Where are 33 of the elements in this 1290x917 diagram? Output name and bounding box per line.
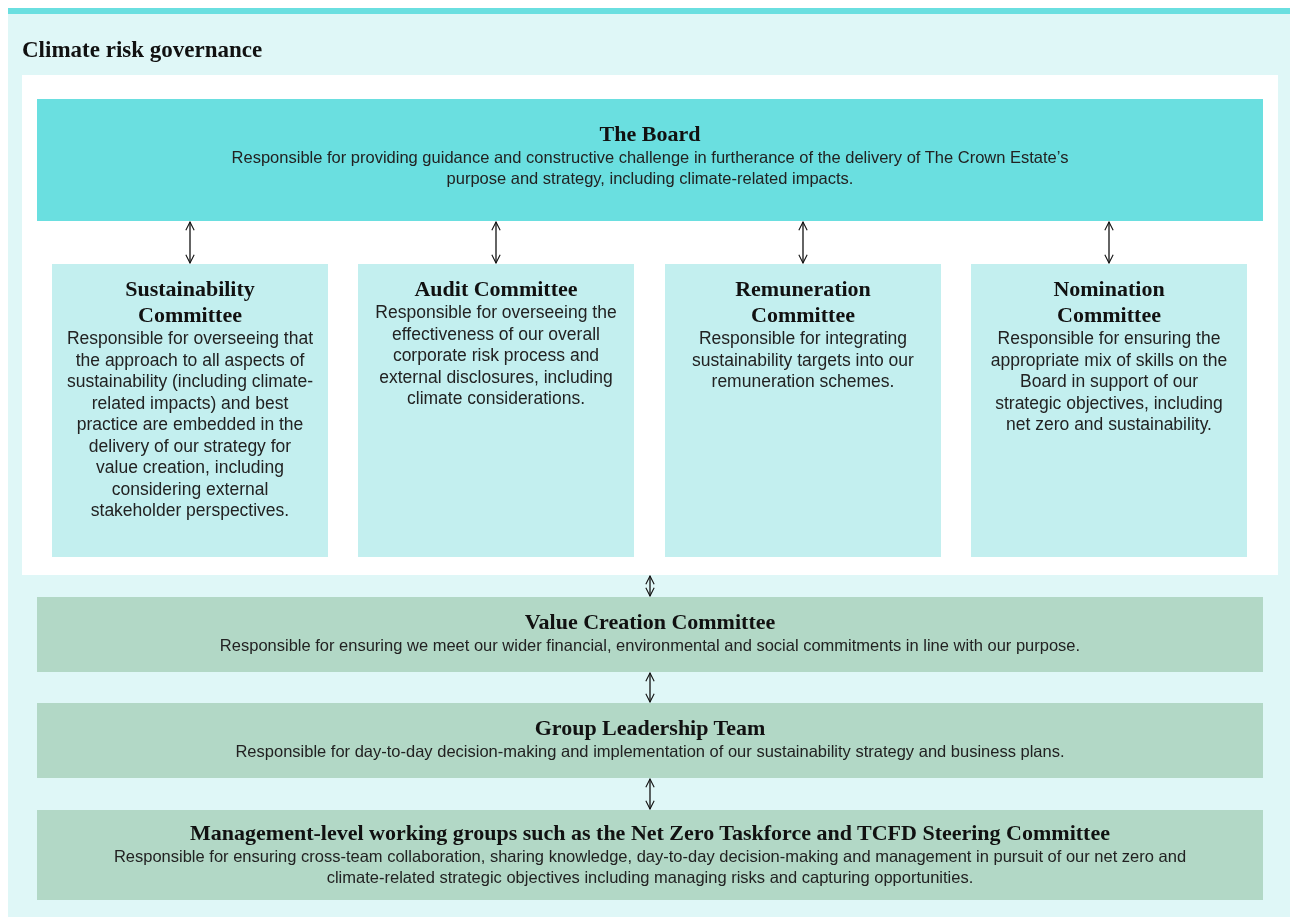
double-arrow (1104, 221, 1114, 264)
box-description: Responsible for integrating sustainability targets into our remuneration schemes. (691, 328, 915, 393)
committee-box (665, 264, 941, 557)
box-description: Responsible for day-to-day decision-making and implementation of our sustainability strategy and business plans. (235, 741, 1065, 762)
double-arrow (645, 575, 655, 597)
double-arrow (645, 778, 655, 810)
committee-box (358, 264, 634, 557)
box-heading: Management-level working groups such as the Net Zero Taskforce and TCFD Steering Committee (190, 820, 1110, 846)
level-box (37, 703, 1263, 778)
double-arrow (185, 221, 195, 264)
box-description: Responsible for ensuring cross-team collaboration, sharing knowledge, day-to-day decision-making and management in pursuit of our net zero and climate-related strategic objectives including managing risks and capturing opportunities. (112, 846, 1188, 888)
board-box (37, 99, 1263, 221)
box-heading: Group Leadership Team (534, 715, 766, 741)
box-description: Responsible for providing guidance and constructive challenge in furtherance of the delivery of The Crown Estate’s purpose and strategy, including climate-related impacts. (230, 147, 1070, 189)
box-heading: The Board (599, 121, 701, 147)
committee-box (52, 264, 328, 557)
box-heading: Sustainability Committee (124, 276, 256, 328)
panel-background (22, 75, 1278, 575)
box-description: Responsible for ensuring we meet our wider financial, environmental and social commitments in line with our purpose. (219, 635, 1081, 656)
double-arrow (491, 221, 501, 264)
box-description: Responsible for overseeing the effectiveness of our overall corporate risk process and external disclosures, including climate considerations. (374, 302, 618, 410)
level-box (37, 597, 1263, 672)
diagram-title: Climate risk governance (22, 36, 263, 64)
box-description: Responsible for ensuring the appropriate mix of skills on the Board in support of our strategic objectives, including net zero and sustainability. (989, 328, 1229, 436)
double-arrow (798, 221, 808, 264)
double-arrow (645, 672, 655, 703)
box-heading: Audit Committee (414, 276, 578, 302)
committee-box (971, 264, 1247, 557)
box-heading: Value Creation Committee (524, 609, 776, 635)
box-heading: Remuneration Committee (734, 276, 872, 328)
level-box (37, 810, 1263, 900)
box-description: Responsible for overseeing that the approach to all aspects of sustainability (including climate-related impacts) and best practice are embedded in the delivery of our strategy for value creation, including considering external stakeholder perspectives. (66, 328, 314, 522)
box-heading: Nomination Committee (1052, 276, 1166, 328)
